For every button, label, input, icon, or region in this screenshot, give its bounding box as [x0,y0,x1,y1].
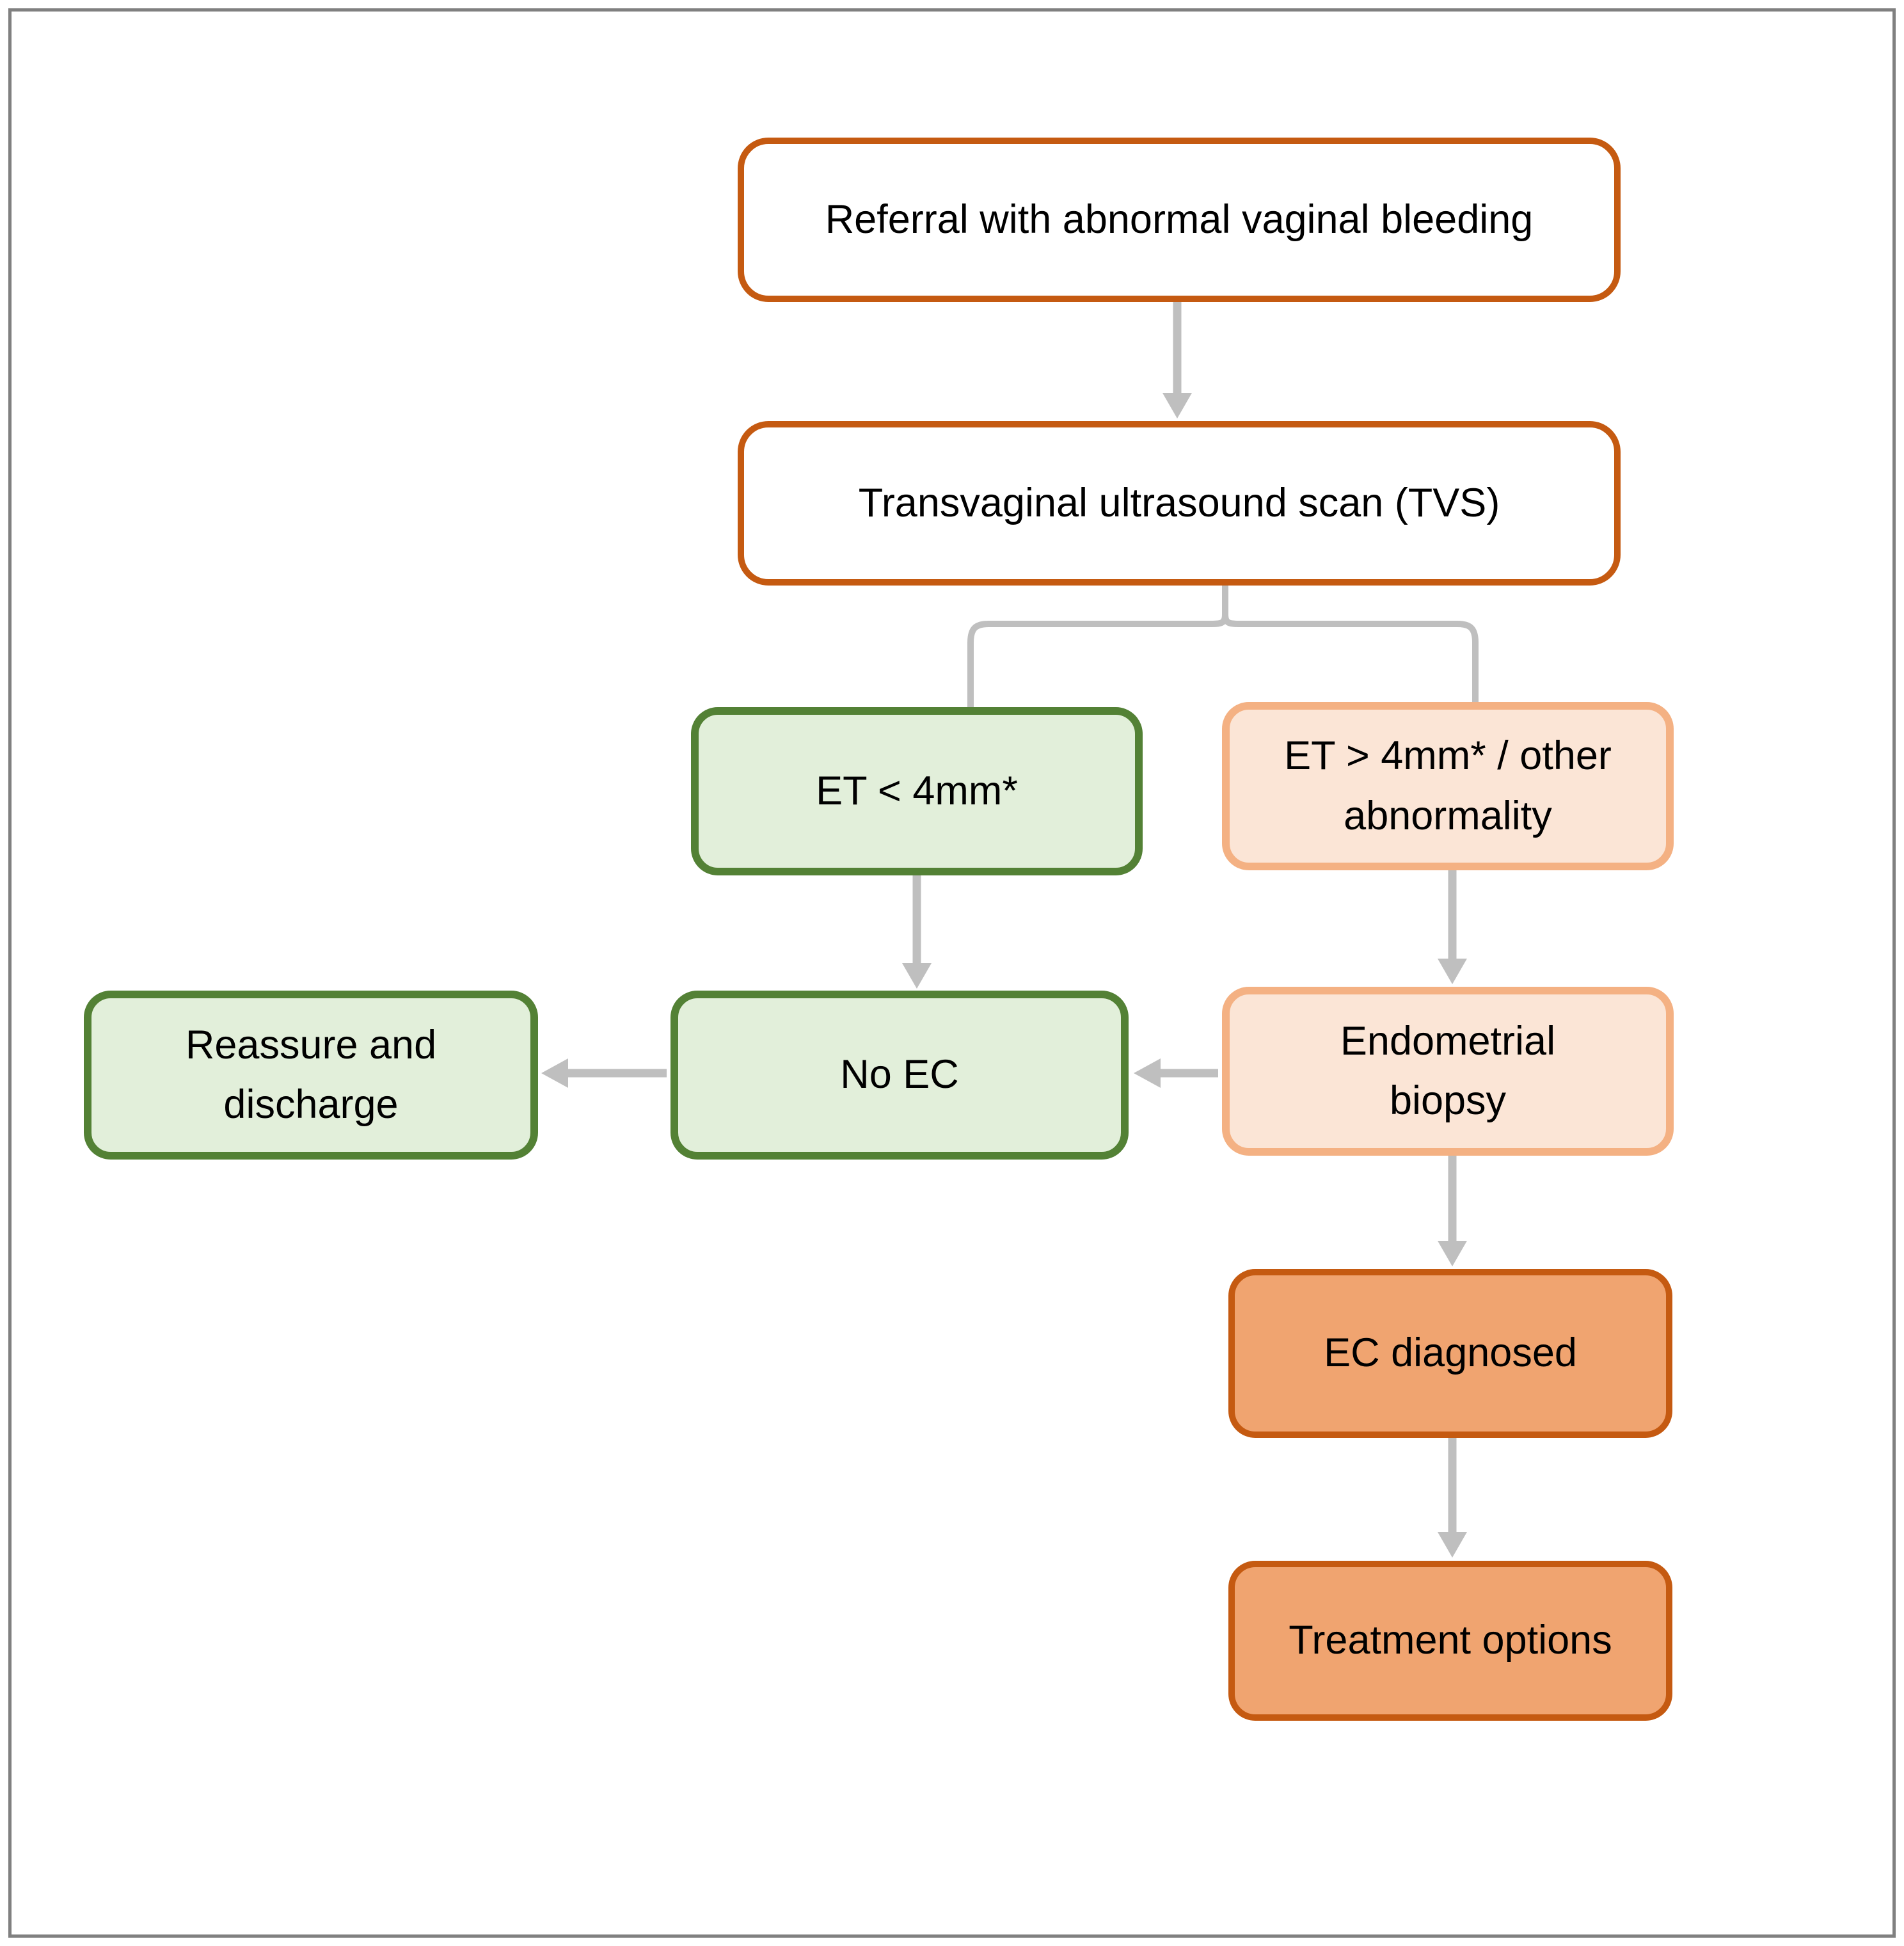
node-et-over-4mm: ET > 4mm* / other abnormality [1222,702,1674,870]
edge-biopsy-ec-diagnosed-arrowhead [1438,1241,1467,1266]
edge-tvs-et-over-bracket [1222,614,1479,705]
node-no-ec: No EC [670,991,1129,1160]
node-referral: Referral with abnormal vaginal bleeding [738,138,1621,302]
node-endometrial-biopsy: Endometrial biopsy [1222,987,1674,1156]
node-reassure-discharge: Reassure and discharge [84,991,538,1160]
edge-biopsy-no-ec-arrowhead [1134,1058,1161,1088]
page-border-frame [8,8,1896,1938]
edge-tvs-et-under-bracket [967,614,1228,710]
edge-et-over-biopsy-arrowhead [1438,959,1467,984]
node-ec-diagnosed: EC diagnosed [1228,1269,1672,1438]
node-treatment-options: Treatment options [1228,1561,1672,1721]
node-tvs: Transvaginal ultrasound scan (TVS) [738,421,1621,586]
edge-et-under-no-ec-arrowhead [902,963,932,989]
edge-referral-tvs-arrowhead [1162,393,1192,419]
edge-no-ec-reassure-arrowhead [541,1058,568,1088]
edge-ec-diagnosed-treatment-arrowhead [1438,1532,1467,1558]
node-et-under-4mm: ET < 4mm* [691,707,1143,875]
